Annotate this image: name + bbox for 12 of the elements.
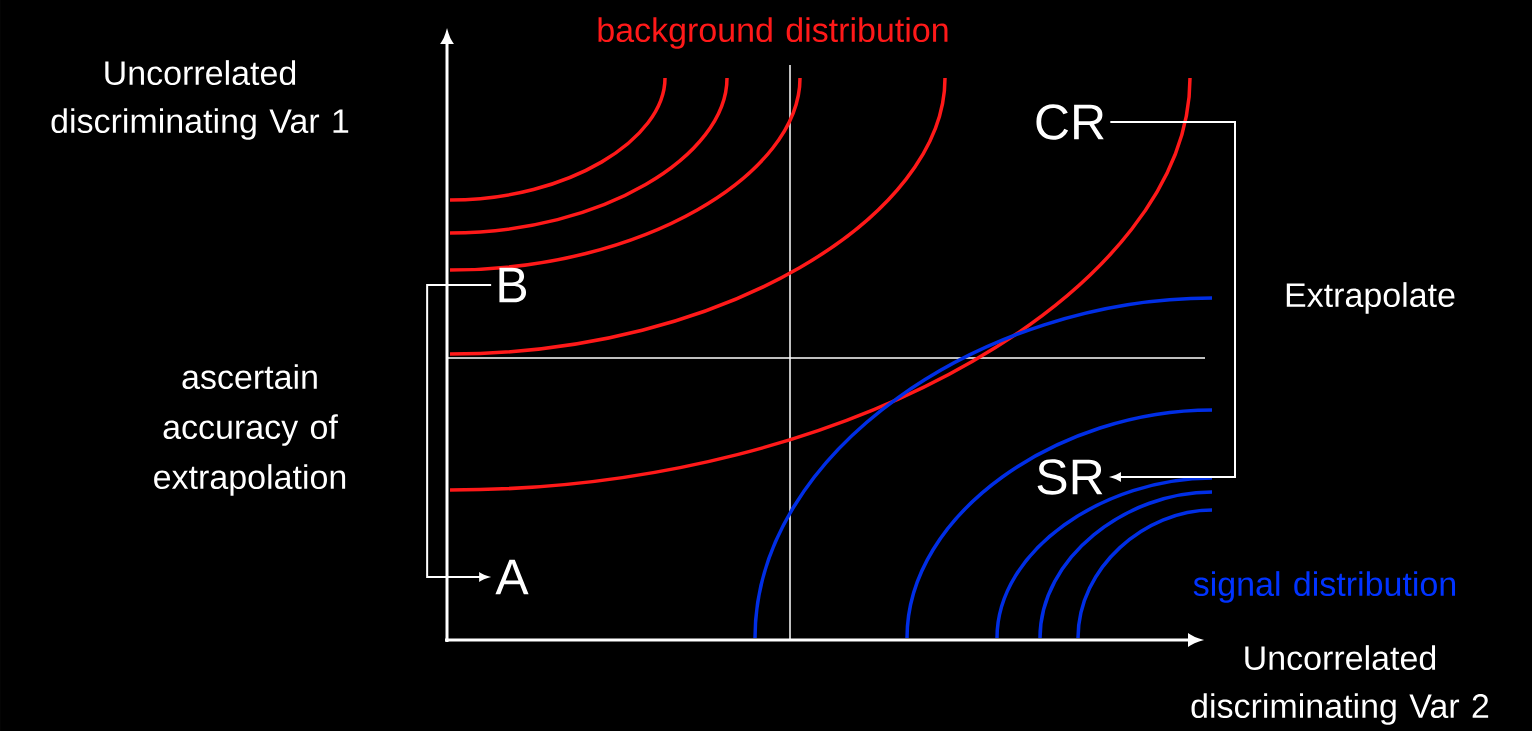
edge-label: ascertain accuracy of extrapolation (154, 364, 346, 496)
region-label: CR (1036, 104, 1104, 140)
edge-label: Extrapolate (1286, 282, 1455, 314)
region-label: SR (1037, 459, 1103, 495)
axis-label: Uncorrelated discriminating Var 2 (1191, 645, 1489, 725)
region-label: B (499, 267, 527, 303)
bracket-arrow (426, 284, 493, 582)
bracket-arrow (1109, 121, 1236, 482)
axis-label: Uncorrelated discriminating Var 1 (51, 60, 349, 140)
region-label: A (495, 559, 529, 595)
distribution-label: background distribution (598, 17, 948, 49)
distribution-label: signal distribution (1193, 571, 1455, 603)
